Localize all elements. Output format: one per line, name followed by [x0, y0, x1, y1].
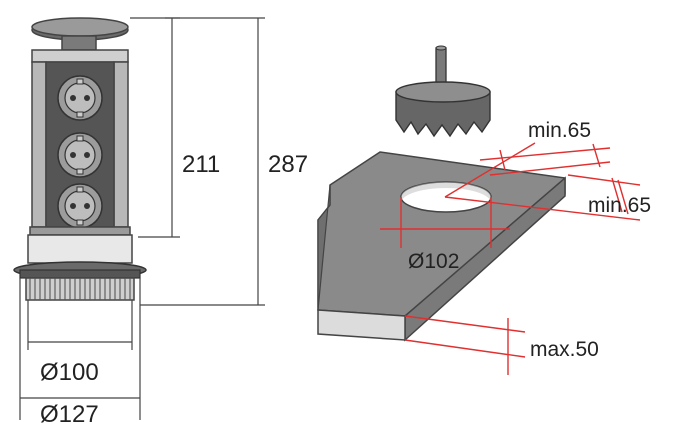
dim-height-total: 287: [268, 151, 308, 178]
tower-sleeve: [27, 234, 133, 264]
socket-3: [57, 183, 103, 229]
countertop-left-face: [317, 184, 331, 311]
hole-saw: [395, 45, 491, 138]
countertop-front-edge: [317, 309, 406, 341]
tower-collar: [29, 226, 131, 236]
dim-height-inner: 211: [182, 151, 220, 178]
dim-hole-diameter: Ø102: [408, 250, 459, 273]
hole-saw-top: [395, 81, 491, 103]
dim-diameter-inner: Ø100: [40, 359, 99, 386]
tower-left-column: [31, 61, 47, 228]
tower-flange-rim: [19, 269, 141, 279]
socket-1: [57, 75, 103, 121]
dim-max-thickness: max.50: [530, 338, 599, 361]
left-dimension-lines: [19, 17, 265, 420]
tower-right-column: [113, 61, 129, 228]
tower-top-cap-face: [31, 17, 129, 37]
hole-saw-cup: [395, 91, 491, 138]
red-dimension-lines: [380, 142, 641, 375]
dim-min-edge-top: min.65: [528, 119, 591, 142]
pop-up-socket-tower: [13, 17, 147, 301]
tower-ribs: [29, 278, 131, 300]
tower-top-plate: [31, 49, 129, 63]
dim-diameter-outer: Ø127: [40, 401, 99, 428]
socket-2: [57, 132, 103, 178]
countertop-slab: [317, 151, 566, 342]
tower-neck: [61, 35, 97, 51]
dim-min-edge-right: min.65: [588, 194, 651, 217]
